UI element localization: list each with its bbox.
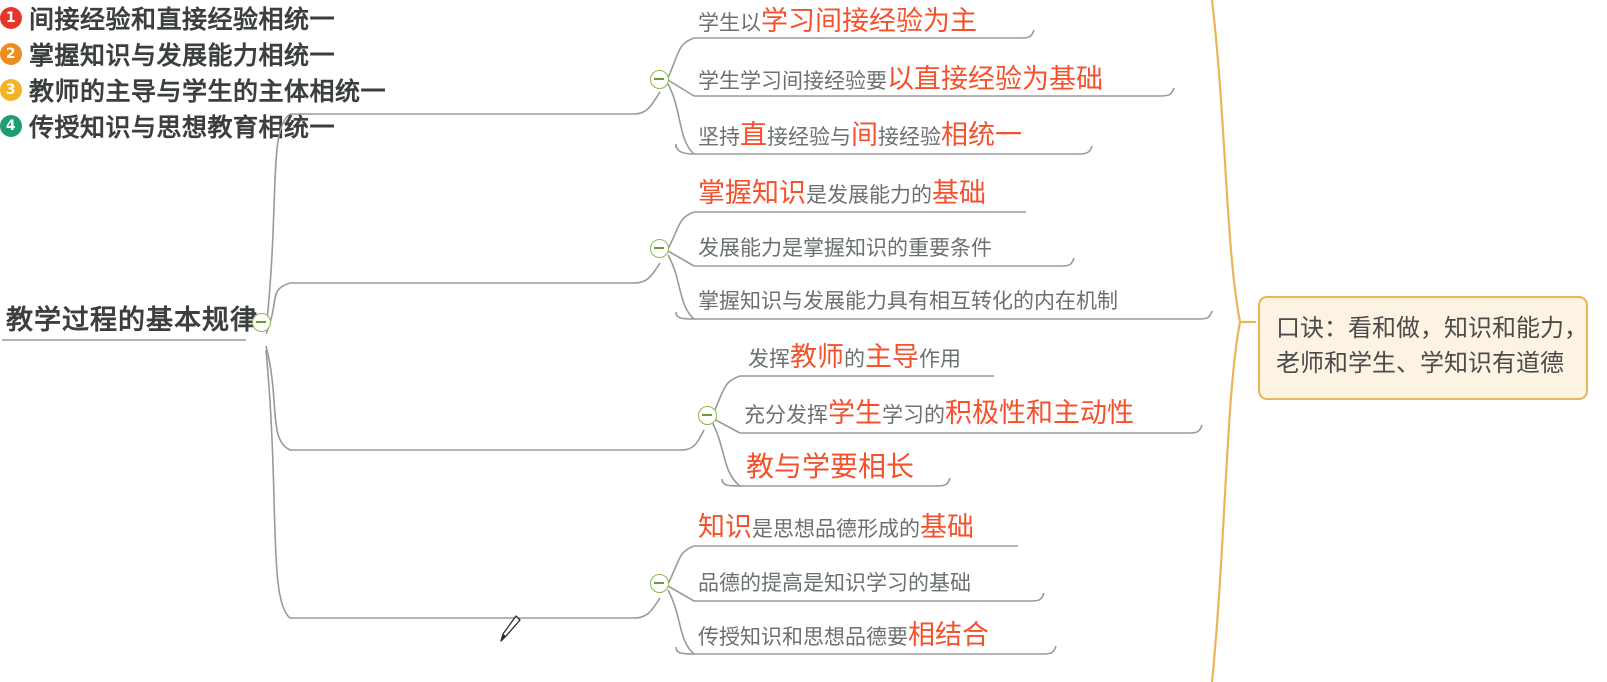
leaf-node-4-3[interactable]: 传授知识和思想品德要相结合	[698, 622, 989, 649]
leaf-node-2-1[interactable]: 掌握知识是发展能力的基础	[698, 180, 986, 207]
leaf-text-seg2: 学生	[828, 398, 882, 428]
collapse-toggle-icon-branch-1[interactable]	[650, 70, 669, 89]
leaf-text-plain: 掌握知识与发展能力具有相互转化的内在机制	[698, 290, 1118, 313]
collapse-toggle-icon-branch-3[interactable]	[698, 406, 717, 425]
leaf-node-4-2[interactable]: 品德的提高是知识学习的基础	[698, 572, 971, 594]
leaf-text-seg1: 发挥	[748, 348, 790, 371]
leaf-text-highlight: 学习间接经验为主	[761, 6, 977, 36]
summary-note[interactable]: 口诀：看和做，知识和能力， 老师和学生、学知识有道德	[1258, 296, 1588, 400]
leaf-text-trail: 基础	[932, 178, 986, 208]
leaf-node-2-2[interactable]: 发展能力是掌握知识的重要条件	[698, 237, 992, 259]
leaf-text-plain: 学生以	[698, 12, 761, 35]
leaf-text-seg4: 间	[851, 120, 878, 150]
leaf-text-highlight: 相结合	[908, 620, 989, 650]
leaf-text-plain: 发展能力是掌握知识的重要条件	[698, 237, 992, 260]
leaf-node-4-1[interactable]: 知识是思想品德形成的基础	[698, 514, 974, 541]
leaf-node-1-3[interactable]: 坚持直接经验与间接经验相统一	[698, 122, 1022, 149]
leaf-text-seg5: 作用	[919, 348, 961, 371]
leaf-text-middle: 是发展能力的	[806, 184, 932, 207]
leaf-node-3-2[interactable]: 充分发挥学生学习的积极性和主动性	[744, 400, 1134, 427]
branch-node-1[interactable]: 1 间接经验和直接经验相统一	[0, 0, 1607, 36]
branch-label-1: 间接经验和直接经验相统一	[29, 6, 336, 34]
leaf-text-seg4: 主导	[865, 342, 919, 372]
leaf-text-plain: 品德的提高是知识学习的基础	[698, 572, 971, 595]
leaf-node-2-3[interactable]: 掌握知识与发展能力具有相互转化的内在机制	[698, 290, 1118, 312]
branch-number-badge-1: 1	[0, 7, 22, 29]
leaf-text-seg6: 相统一	[941, 120, 1022, 150]
leaf-node-3-3[interactable]: 教与学要相长	[746, 453, 914, 481]
leaf-text-seg3: 学习的	[882, 404, 945, 427]
leaf-text-seg2: 直	[740, 120, 767, 150]
branch-label-2: 掌握知识与发展能力相统一	[29, 42, 336, 70]
leaf-text-seg4: 积极性和主动性	[945, 398, 1134, 428]
leaf-text-lead: 掌握知识	[698, 178, 806, 208]
leaf-text-seg3: 接经验与	[767, 126, 851, 149]
leaf-node-3-1[interactable]: 发挥教师的主导作用	[748, 344, 961, 371]
leaf-node-1-1[interactable]: 学生以学习间接经验为主	[698, 8, 977, 35]
branch-number-badge-4: 4	[0, 115, 22, 137]
leaf-text-seg5: 接经验	[878, 126, 941, 149]
leaf-node-1-2[interactable]: 学生学习间接经验要以直接经验为基础	[698, 66, 1103, 93]
summary-note-line-1: 口诀：看和做，知识和能力，	[1276, 315, 1588, 342]
leaf-text-highlight: 以直接经验为基础	[887, 64, 1103, 94]
branch-number-badge-3: 3	[0, 79, 22, 101]
leaf-text-seg1: 坚持	[698, 126, 740, 149]
leaf-text-trail: 基础	[920, 512, 974, 542]
branch-label-3: 教师的主导与学生的主体相统一	[29, 78, 387, 106]
leaf-text-all-red: 教与学要相长	[746, 451, 915, 482]
branch-label-4: 传授知识与思想教育相统一	[29, 114, 336, 142]
collapse-toggle-icon-branch-4[interactable]	[650, 574, 669, 593]
pen-cursor-icon	[500, 615, 521, 642]
leaf-text-middle: 是思想品德形成的	[752, 518, 920, 541]
summary-note-line-2: 老师和学生、学知识有道德	[1276, 349, 1564, 377]
collapse-toggle-icon-root[interactable]	[252, 313, 271, 332]
leaf-text-seg1: 充分发挥	[744, 404, 828, 427]
leaf-text-lead: 知识	[698, 512, 752, 542]
leaf-text-seg3: 的	[844, 348, 865, 371]
collapse-toggle-icon-branch-2[interactable]	[650, 239, 669, 258]
branch-number-badge-2: 2	[0, 43, 22, 65]
root-node-label[interactable]: 教学过程的基本规律	[6, 305, 258, 335]
leaf-text-seg2: 教师	[790, 342, 844, 372]
branch-node-2[interactable]: 2 掌握知识与发展能力相统一	[0, 36, 1607, 72]
leaf-text-plain: 传授知识和思想品德要	[698, 626, 908, 649]
leaf-text-plain: 学生学习间接经验要	[698, 70, 887, 93]
